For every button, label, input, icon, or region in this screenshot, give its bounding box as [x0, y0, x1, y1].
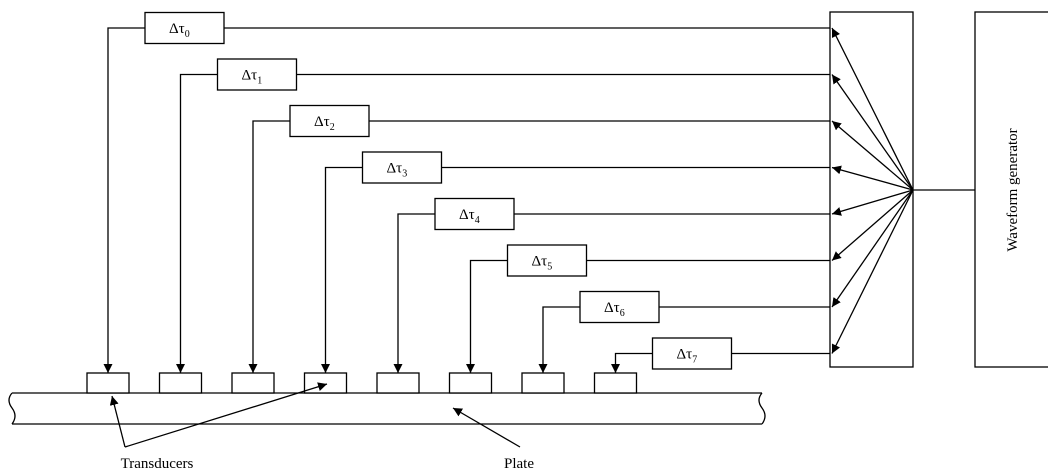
fan-arrow-5 [831, 189, 914, 261]
feed-line-5 [466, 259, 508, 373]
feed-line-7 [611, 352, 653, 373]
delay-label-2: Δτ2 [314, 114, 335, 133]
transducers-leader-1 [109, 395, 126, 448]
transducer-5 [448, 372, 493, 394]
delay-label-3: Δτ3 [387, 161, 408, 180]
delay-box-5 [506, 244, 588, 277]
delay-box-1 [216, 58, 298, 91]
delay-index-5: 5 [547, 262, 552, 273]
delay-label-7: Δτ7 [677, 347, 698, 366]
distributor-box [829, 11, 914, 368]
delay-box-4 [434, 197, 515, 231]
plate-label: Plate [504, 456, 534, 472]
delay-label-0: Δτ0 [169, 21, 190, 40]
transducers-leader-2 [124, 382, 328, 448]
feed-line-4 [393, 213, 435, 373]
feed-line-2 [248, 120, 290, 373]
delay-box-6 [579, 290, 660, 324]
delay-symbol-2: Δτ [314, 114, 330, 130]
delay-chain-3: Δτ3 [303, 151, 914, 394]
delay-box-7 [651, 337, 733, 370]
delay-chain-2: Δτ2 [231, 104, 914, 394]
delay-chain-5: Δτ5 [448, 189, 914, 394]
feed-line-3 [321, 166, 363, 373]
delay-symbol-3: Δτ [387, 161, 403, 177]
delay-index-3: 3 [402, 169, 407, 180]
delay-symbol-4: Δτ [459, 207, 475, 223]
fan-arrow-0 [831, 27, 914, 191]
delay-label-5: Δτ5 [532, 254, 553, 273]
waveform-generator-box [974, 11, 1048, 368]
feed-line-1 [176, 73, 218, 373]
delay-chain-1: Δτ1 [158, 58, 914, 394]
delay-symbol-5: Δτ [532, 254, 548, 270]
fan-arrow-6 [831, 189, 914, 308]
delay-chain-6: Δτ6 [521, 189, 914, 394]
delay-label-4: Δτ4 [459, 207, 480, 226]
delay-index-1: 1 [257, 76, 262, 87]
delay-box-2 [289, 104, 370, 138]
plate-leader [452, 407, 521, 448]
delay-chain-0: Δτ0 [86, 11, 914, 394]
delay-chain-7: Δτ7 [593, 189, 914, 394]
fan-arrow-2 [831, 120, 914, 191]
transducer-0 [86, 372, 130, 394]
delay-symbol-0: Δτ [169, 21, 185, 37]
fan-arrow-7 [831, 189, 914, 354]
fan-arrow-3 [831, 165, 914, 191]
delay-box-3 [361, 151, 443, 184]
delay-index-2: 2 [330, 122, 335, 133]
plate [8, 392, 766, 425]
transducers-label: Transducers [121, 456, 194, 472]
delay-index-0: 0 [185, 29, 190, 40]
delay-symbol-1: Δτ [242, 68, 258, 84]
delay-label-1: Δτ1 [242, 68, 263, 87]
transducer-7 [593, 372, 638, 394]
delay-symbol-6: Δτ [604, 300, 620, 316]
delay-index-4: 4 [475, 215, 480, 226]
transducer-3 [303, 372, 348, 394]
fan-arrow-4 [831, 189, 914, 216]
delay-symbol-7: Δτ [677, 347, 693, 363]
delay-index-6: 6 [620, 308, 625, 319]
delay-index-7: 7 [692, 355, 697, 366]
transducer-1 [158, 372, 203, 394]
transducer-6 [521, 372, 565, 394]
transducer-4 [376, 372, 420, 394]
waveform-generator-label: Waveform generator [1005, 128, 1021, 251]
transducer-2 [231, 372, 275, 394]
delay-box-0 [144, 11, 225, 45]
feed-line-6 [538, 306, 580, 373]
delay-label-6: Δτ6 [604, 300, 625, 319]
delay-chain-4: Δτ4 [376, 189, 914, 394]
fan-arrow-1 [831, 74, 914, 191]
feed-line-0 [103, 27, 145, 373]
